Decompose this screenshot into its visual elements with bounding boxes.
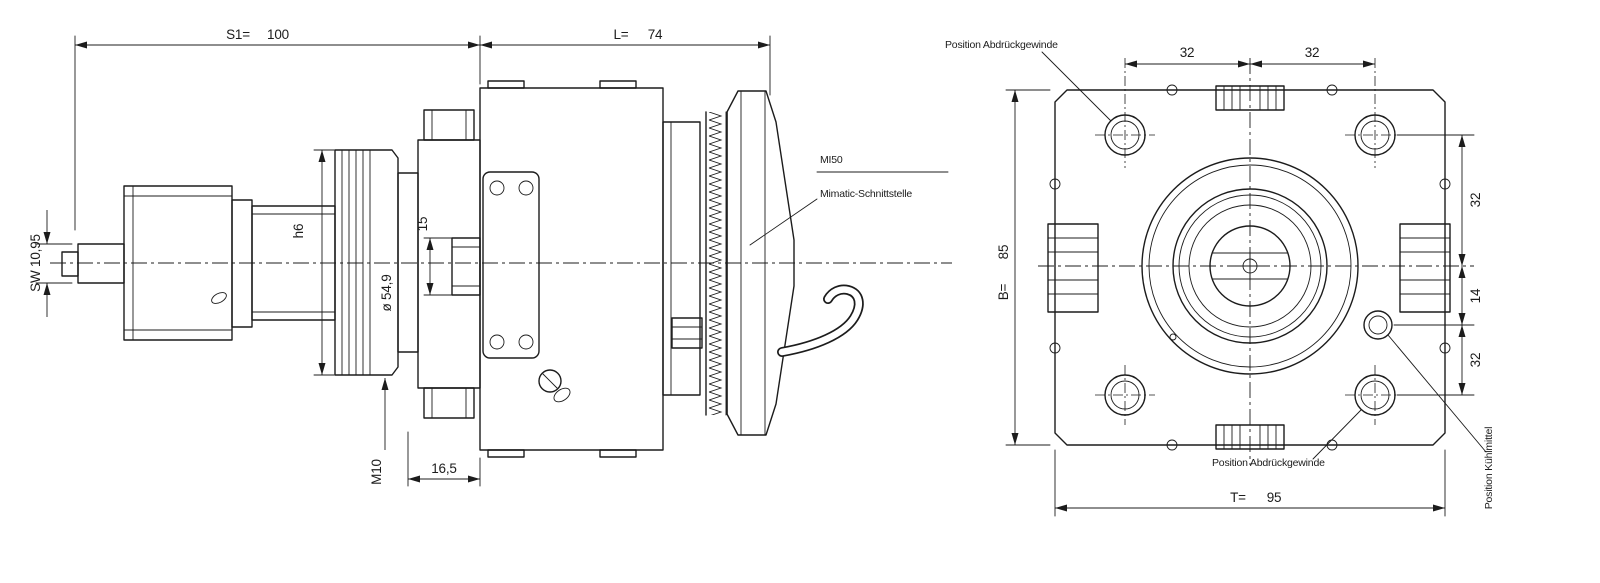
dim-l-value: 74	[648, 27, 663, 42]
flange-tab-details	[431, 109, 467, 419]
side-part-outline	[61, 80, 703, 458]
corner-hole-top-left	[1095, 58, 1155, 168]
clamp-pad-right	[1399, 223, 1451, 313]
dim-15-text: 15	[415, 217, 430, 232]
label-abdrueckgewinde-bottom: Position Abdrückgewinde	[1212, 457, 1325, 469]
dim-s1-label: S1=	[226, 27, 250, 42]
coolant-port	[1363, 310, 1393, 340]
set-screw-mark	[211, 292, 227, 304]
mount-plate-holes	[489, 180, 534, 350]
dim-165-text: 16,5	[431, 461, 456, 476]
clamping-nut	[334, 149, 399, 376]
locking-screw	[538, 369, 562, 393]
spacer-ring	[397, 172, 419, 353]
drive-shaft	[77, 243, 125, 284]
driver-body-details	[123, 185, 233, 341]
corner-hole-top-right	[1345, 58, 1405, 168]
dim-right-bottom-text: 32	[1468, 353, 1483, 368]
clamp-fitting	[671, 317, 703, 349]
shaft-tip	[61, 251, 79, 277]
corner-hole-bottom-left	[1095, 365, 1155, 425]
label-mimatic-interface: Mimatic-Schnittstelle	[820, 188, 912, 200]
center-bore	[1141, 157, 1359, 375]
dim-diameter-text: ø 54,9	[379, 274, 394, 311]
dim-right-mid-text: 14	[1468, 288, 1483, 303]
pin-hole	[1169, 333, 1177, 341]
dim-top-right-text: 32	[1305, 45, 1320, 60]
leader-abdrueckgewinde-top	[1041, 51, 1112, 122]
flange-tab-top	[423, 109, 475, 141]
leader-kuehlmittel	[1387, 334, 1487, 453]
dim-h6-text: h6	[291, 224, 306, 239]
main-housing	[479, 87, 664, 451]
dim-t-value: 95	[1267, 490, 1282, 505]
side-dimensions: S1= 100 L= 74 SW 10,95 h6 ø 54,9 15 M10	[28, 27, 771, 487]
coolant-boss-details	[451, 246, 481, 287]
dim-l-label: L=	[614, 27, 629, 42]
dim-t-label: T=	[1230, 490, 1246, 505]
base-plate	[1054, 89, 1446, 446]
callout-leader	[749, 198, 818, 246]
mount-plate	[482, 171, 540, 359]
coolant-boss	[451, 237, 481, 296]
spindle-step	[662, 121, 701, 396]
clamp-handle	[777, 284, 864, 357]
flange-block	[417, 139, 481, 389]
front-callouts: Position Abdrückgewinde Position Abdrück…	[945, 39, 1495, 509]
front-view: 32 32 B= 85 32 14 32 T= 95	[945, 39, 1495, 517]
side-view: MI50 Mimatic-Schnittstelle S1= 100 L= 74…	[28, 27, 952, 487]
dim-b-value: 85	[996, 245, 1011, 260]
dim-m10-text: M10	[369, 459, 384, 485]
leader-abdrueckgewinde-bottom	[1312, 409, 1362, 460]
dim-right-top-text: 32	[1468, 193, 1483, 208]
label-mi50: MI50	[820, 154, 843, 166]
corner-hole-bottom-right	[1345, 365, 1405, 425]
edge-screws	[1049, 84, 1451, 451]
clamping-nut-grooves	[341, 149, 371, 376]
collar-ring	[231, 199, 253, 328]
front-dimensions: 32 32 B= 85 32 14 32 T= 95	[996, 45, 1483, 517]
gear-ring	[705, 111, 727, 416]
flange-tab-bottom	[423, 387, 475, 419]
label-abdrueckgewinde-top: Position Abdrückgewinde	[945, 39, 1058, 51]
dim-s1-value: 100	[267, 27, 289, 42]
dim-top-left-text: 32	[1180, 45, 1195, 60]
label-kuehlmittel: Position Kühlmittel	[1483, 427, 1495, 510]
clamp-fitting-details	[671, 326, 703, 340]
clamp-pad-left	[1047, 223, 1099, 313]
dim-b-label: B=	[996, 283, 1011, 300]
gear-teeth	[708, 112, 724, 415]
clamp-pad-bottom	[1215, 424, 1285, 450]
locking-screw-details	[542, 373, 571, 403]
clamp-pad-top	[1215, 85, 1285, 111]
interface-callout: MI50 Mimatic-Schnittstelle	[749, 154, 949, 246]
dim-sw-text: SW 10,95	[28, 234, 43, 292]
main-housing-lugs	[487, 80, 637, 458]
bell-housing	[726, 90, 795, 436]
